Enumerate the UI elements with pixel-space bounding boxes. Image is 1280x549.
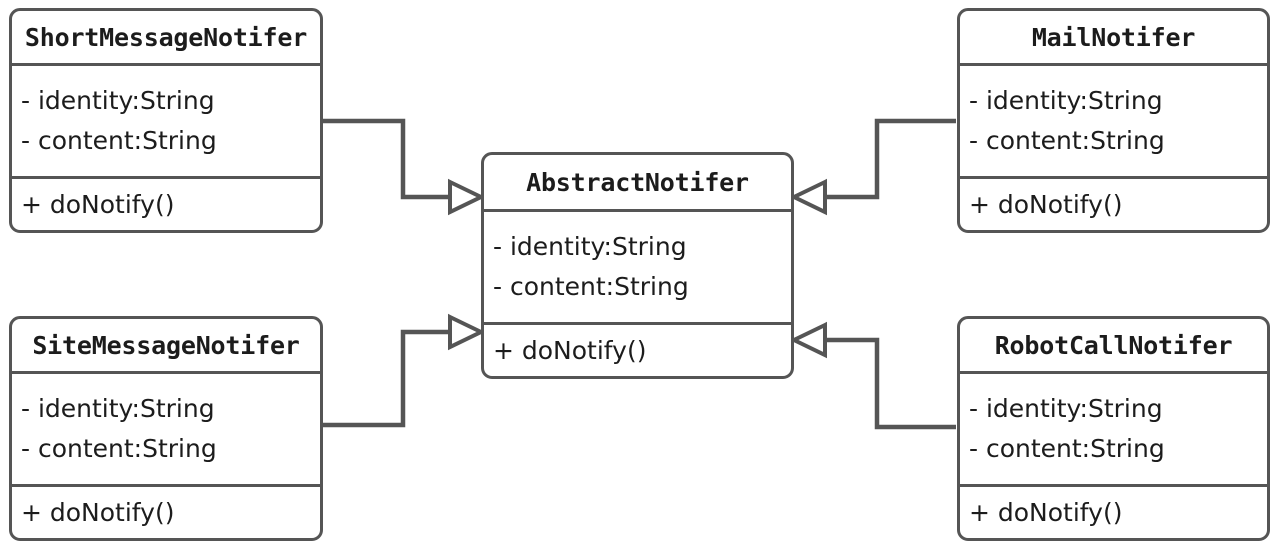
connector-robot-call-to-abstract [789,321,956,430]
operation-line: + doNotify() [493,335,647,365]
operation-line: + doNotify() [969,497,1123,527]
attribute-line: - identity:String [21,86,215,115]
class-operations-abstract-notifer: + doNotify() [484,325,791,376]
class-operations-short-message-notifer: + doNotify() [12,179,320,230]
class-box-short-message-notifer[interactable]: ShortMessageNotifer - identity:String - … [9,8,323,233]
class-attributes-short-message-notifer: - identity:String - content:String [12,66,320,179]
class-title-mail-notifer: MailNotifer [960,11,1267,66]
attribute-line: - content:String [21,434,217,463]
connector-short-message-to-abstract [323,118,486,216]
attribute-line: - identity:String [21,394,215,423]
operation-line: + doNotify() [21,497,175,527]
attribute-line: - content:String [21,126,217,155]
generalization-arrowhead [789,178,827,216]
class-attributes-robot-call-notifer: - identity:String - content:String [960,374,1267,487]
attribute-line: - content:String [969,126,1165,155]
class-title-abstract-notifer: AbstractNotifer [484,155,791,212]
attribute-line: - identity:String [493,232,687,261]
class-box-mail-notifer[interactable]: MailNotifer - identity:String - content:… [957,8,1270,233]
class-attributes-mail-notifer: - identity:String - content:String [960,66,1267,179]
class-operations-robot-call-notifer: + doNotify() [960,487,1267,538]
class-operations-site-message-notifer: + doNotify() [12,487,320,538]
attribute-line: - identity:String [969,394,1163,423]
connector-site-message-to-abstract [323,313,486,428]
attribute-line: - identity:String [969,86,1163,115]
generalization-arrowhead [448,178,486,216]
class-attributes-site-message-notifer: - identity:String - content:String [12,374,320,487]
class-box-robot-call-notifer[interactable]: RobotCallNotifer - identity:String - con… [957,316,1270,541]
generalization-arrowhead [789,321,827,359]
attribute-line: - content:String [493,272,689,301]
generalization-arrowhead [448,313,486,351]
operation-line: + doNotify() [969,189,1123,219]
connector-mail-to-abstract [789,118,956,216]
class-title-site-message-notifer: SiteMessageNotifer [12,319,320,374]
class-title-robot-call-notifer: RobotCallNotifer [960,319,1267,374]
class-operations-mail-notifer: + doNotify() [960,179,1267,230]
class-box-abstract-notifer[interactable]: AbstractNotifer - identity:String - cont… [481,152,794,379]
operation-line: + doNotify() [21,189,175,219]
class-box-site-message-notifer[interactable]: SiteMessageNotifer - identity:String - c… [9,316,323,541]
class-title-short-message-notifer: ShortMessageNotifer [12,11,320,66]
class-attributes-abstract-notifer: - identity:String - content:String [484,212,791,325]
attribute-line: - content:String [969,434,1165,463]
